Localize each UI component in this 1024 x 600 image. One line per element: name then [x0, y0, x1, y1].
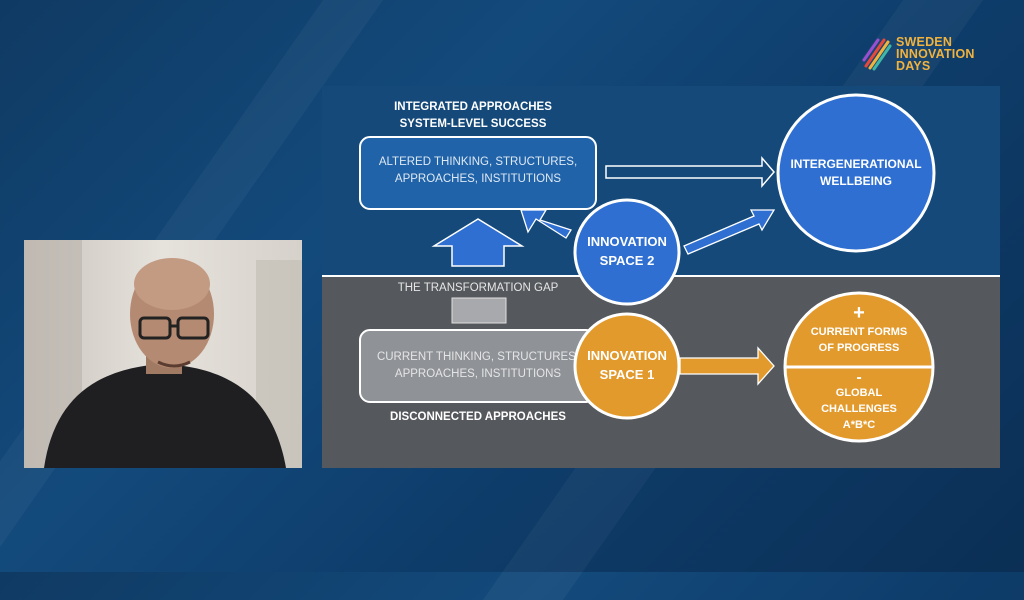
space2-line-1: INNOVATION [587, 234, 667, 249]
logo-mark-icon [862, 38, 892, 71]
intergenerational-wellbeing-circle [776, 93, 936, 253]
transformation-gap-label: THE TRANSFORMATION GAP [398, 282, 559, 294]
gap-block [451, 297, 507, 324]
wellbeing-line-2: WELLBEING [820, 174, 892, 188]
progress-line-1: CURRENT FORMS [811, 326, 908, 338]
challenges-line-2: CHALLENGES [821, 403, 897, 415]
progress-line-2: OF PROGRESS [819, 342, 900, 354]
system-level-success-heading: SYSTEM-LEVEL SUCCESS [400, 118, 547, 130]
challenges-line-1: GLOBAL [836, 387, 883, 399]
space1-line-1: INNOVATION [587, 348, 667, 363]
arrow-to-wellbeing [605, 155, 775, 189]
arrow-space2-to-box [520, 209, 572, 239]
logo-line-2: INNOVATION [896, 47, 975, 61]
speaker-portrait [24, 240, 302, 468]
minus-sign: - [856, 369, 861, 386]
space2-line-2: SPACE 2 [600, 253, 655, 268]
up-arrow [431, 218, 525, 267]
integrated-approaches-heading: INTEGRATED APPROACHES [394, 101, 552, 113]
logo-line-1: SWEDEN [896, 35, 953, 49]
arrow-space1-to-progress [679, 346, 775, 386]
altered-thinking-box [359, 136, 597, 210]
altered-thinking-line-2: APPROACHES, INSTITUTIONS [395, 173, 561, 185]
speaker-video-feed [24, 240, 302, 468]
disconnected-approaches-heading: DISCONNECTED APPROACHES [390, 411, 566, 423]
altered-thinking-line-1: ALTERED THINKING, STRUCTURES, [379, 156, 577, 168]
wellbeing-line-1: INTERGENERATIONAL [790, 157, 921, 171]
space1-line-2: SPACE 1 [600, 367, 655, 382]
logo-text: SWEDEN INNOVATION DAYS [896, 35, 975, 73]
current-thinking-line-2: APPROACHES, INSTITUTIONS [395, 368, 561, 380]
innovation-space-1-circle [573, 312, 681, 420]
slide-diagram: INTEGRATED APPROACHES SYSTEM-LEVEL SUCCE… [322, 86, 1000, 468]
challenges-line-3: A*B*C [843, 419, 875, 431]
sweden-innovation-days-logo: SWEDEN INNOVATION DAYS [862, 36, 992, 76]
logo-line-3: DAYS [896, 59, 931, 73]
innovation-space-2-circle [573, 198, 681, 306]
current-thinking-box [359, 329, 597, 403]
plus-sign: + [853, 302, 865, 324]
arrow-space2-to-wellbeing [683, 209, 776, 255]
presentation-slide: INTEGRATED APPROACHES SYSTEM-LEVEL SUCCE… [322, 86, 1000, 468]
current-thinking-line-1: CURRENT THINKING, STRUCTURES, [377, 351, 579, 363]
